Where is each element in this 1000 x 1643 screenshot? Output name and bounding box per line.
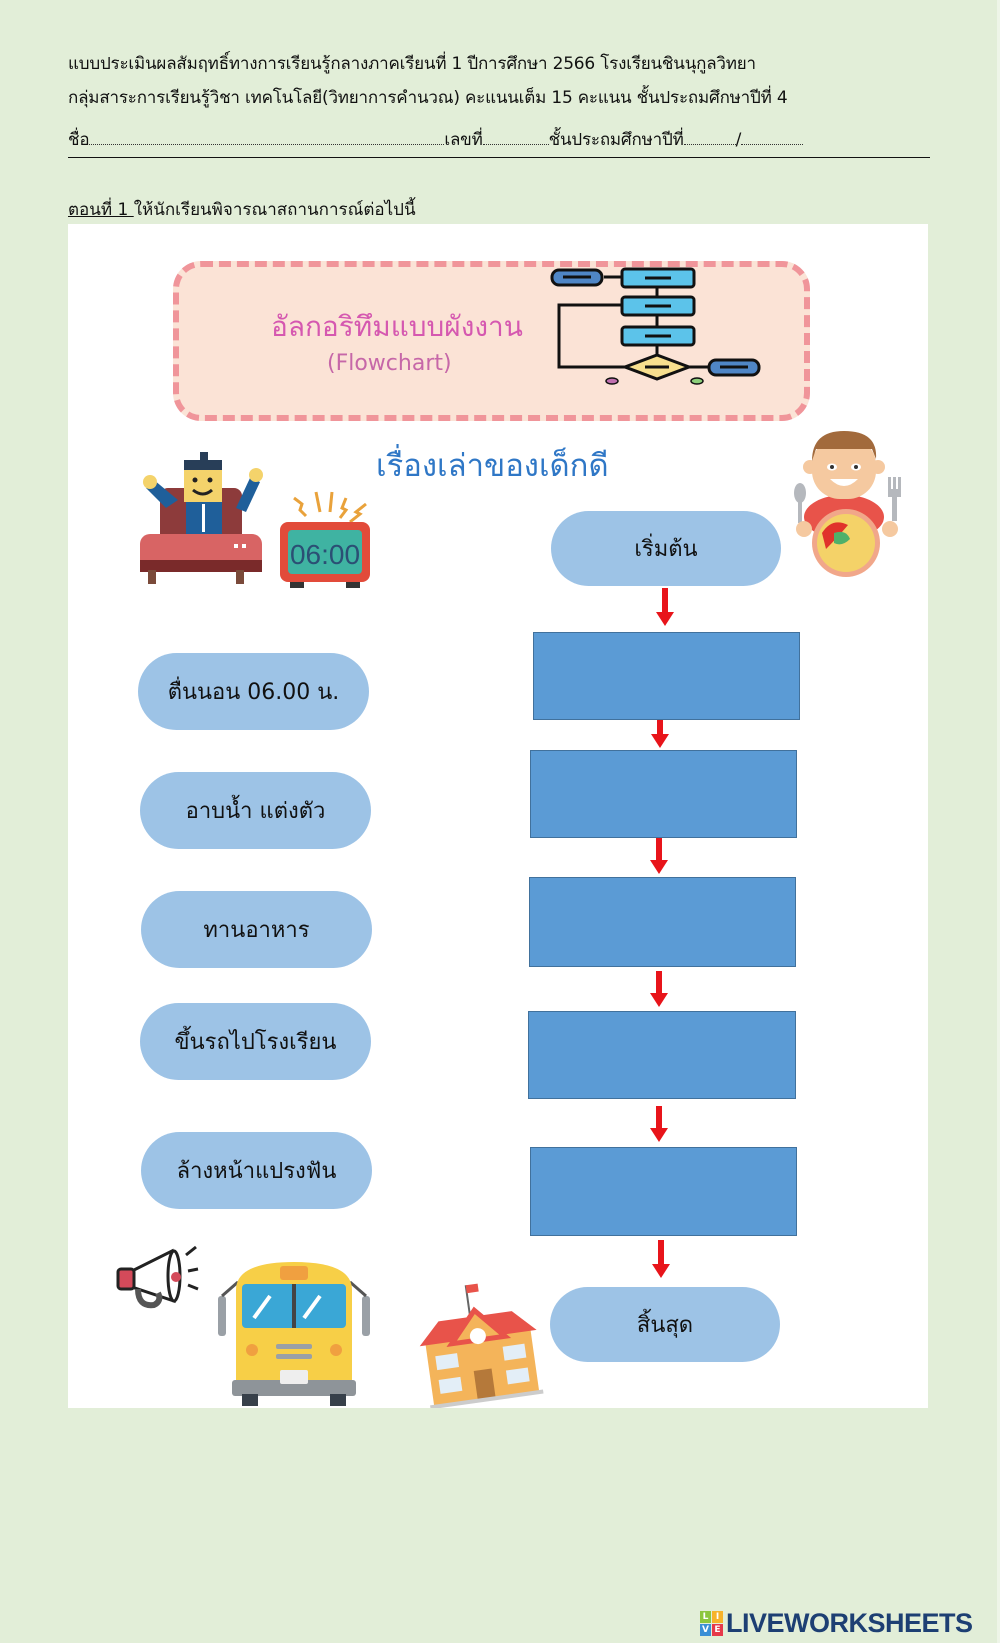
alarm-clock-icon: 06:00 — [280, 491, 370, 588]
number-label: เลขที่ — [444, 130, 483, 150]
option-wake-up[interactable]: ตื่นนอน 06.00 น. — [138, 653, 369, 730]
flowchart-end: สิ้นสุด — [550, 1287, 780, 1362]
boy-eating-icon — [794, 431, 901, 577]
school-building-icon — [419, 1283, 544, 1408]
arrow-down-icon — [656, 588, 674, 628]
clock-display: 06:00 — [290, 539, 360, 570]
story-title: เรื่องเล่าของเด็กดี — [376, 448, 609, 484]
answer-slot-3[interactable] — [529, 877, 796, 967]
section-heading: ตอนที่ 1 ให้นักเรียนพิจารณาสถานการณ์ต่อไ… — [68, 196, 416, 223]
flowchart-banner: อัลกอริทึมแบบผังงาน (Flowchart) — [173, 261, 810, 421]
logo-text: LIVEWORKSHEETS — [726, 1608, 973, 1638]
man-waking-in-bed-icon — [140, 452, 263, 584]
number-field[interactable] — [482, 129, 549, 145]
liveworksheets-logo: L I V E LIVEWORKSHEETS — [700, 1608, 973, 1639]
class-separator: / — [735, 130, 742, 150]
subject-line: กลุ่มสาระการเรียนรู้วิชา เทคโนโลยี(วิทยา… — [68, 88, 788, 108]
class-label: ชั้นประถมศึกษาปีที่ — [548, 130, 684, 150]
flowchart-start: เริ่มต้น — [551, 511, 781, 586]
page-edge — [997, 0, 1000, 1643]
option-wash-face-brush-teeth[interactable]: ล้างหน้าแปรงฟัน — [141, 1132, 372, 1209]
banner-title-english: (Flowchart) — [327, 351, 452, 376]
instruction-text: ให้นักเรียนพิจารณาสถานการณ์ต่อไปนี้ — [133, 200, 416, 220]
megaphone-icon — [116, 1245, 199, 1309]
answer-slot-5[interactable] — [530, 1147, 797, 1236]
flowchart-icon — [550, 267, 761, 385]
student-info-line: ชื่อ เลขที่ ชั้นประถมศึกษาปีที่ / — [68, 126, 804, 153]
arrow-down-icon — [651, 720, 669, 750]
arrow-down-icon — [650, 971, 668, 1009]
logo-tiles-icon: L I V E — [700, 1611, 723, 1636]
name-label: ชื่อ — [68, 130, 90, 150]
banner-title-thai: อัลกอริทึมแบบผังงาน — [271, 310, 523, 343]
arrow-down-icon — [652, 1240, 670, 1280]
name-field[interactable] — [89, 129, 445, 145]
option-ride-to-school[interactable]: ขึ้นรถไปโรงเรียน — [140, 1003, 371, 1080]
answer-slot-4[interactable] — [528, 1011, 796, 1099]
class-room-field[interactable] — [741, 129, 804, 145]
assessment-title: แบบประเมินผลสัมฤทธิ์ทางการเรียนรู้กลางภา… — [68, 54, 756, 74]
option-eat-meal[interactable]: ทานอาหาร — [141, 891, 372, 968]
class-level-field[interactable] — [683, 129, 736, 145]
arrow-down-icon — [650, 1106, 668, 1144]
part-label: ตอนที่ 1 — [68, 200, 134, 220]
school-bus-icon — [218, 1262, 370, 1406]
header-divider — [68, 157, 930, 158]
answer-slot-1[interactable] — [533, 632, 800, 720]
option-shower-dress[interactable]: อาบน้ำ แต่งตัว — [140, 772, 371, 849]
answer-slot-2[interactable] — [530, 750, 797, 838]
arrow-down-icon — [650, 838, 668, 876]
